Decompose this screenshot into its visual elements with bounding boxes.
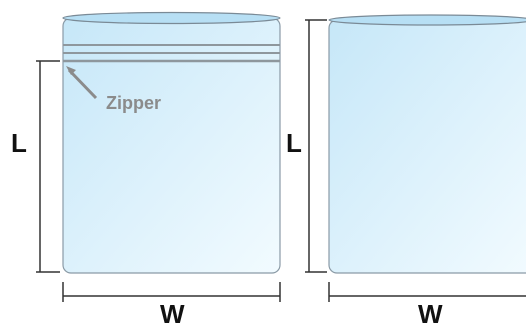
left-length-dimension: L [11,60,60,273]
zipper-label: Zipper [106,93,161,113]
right-width-label: W [418,299,443,325]
zipper-callout: Zipper [66,66,161,113]
right-length-dimension: L [286,19,327,273]
left-width-label: W [160,299,185,325]
left-length-label: L [11,128,27,158]
zipper-arrow-icon [66,66,76,75]
zipper-bag [62,11,281,274]
zipper-bag-body [62,17,281,274]
left-width-dimension: W [62,282,281,329]
flat-bag [328,14,526,274]
right-width-dimension: W [328,282,526,329]
zipper-bag-opening [62,11,281,25]
flat-bag-opening [328,14,526,26]
zipper-pointer-line [67,68,98,100]
right-length-label: L [286,128,302,158]
flat-bag-body [328,19,526,274]
